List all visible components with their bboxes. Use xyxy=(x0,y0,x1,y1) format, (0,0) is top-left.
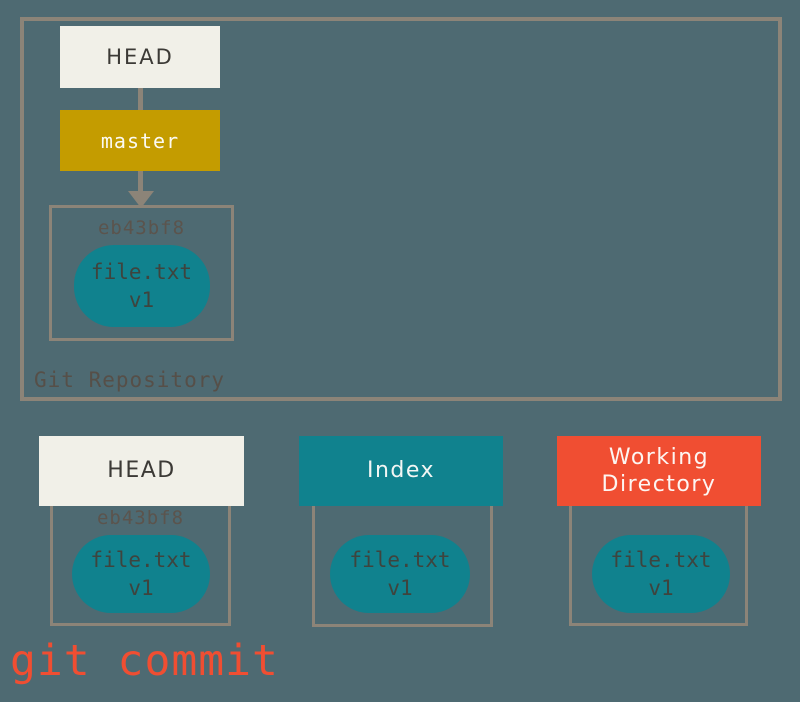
index-area-header: Index xyxy=(299,436,503,506)
file-blob-name: file.txt xyxy=(610,547,712,572)
commit-box: eb43bf8 file.txt v1 xyxy=(49,205,234,341)
head-ref-box: HEAD xyxy=(60,26,220,88)
head-area-header: HEAD xyxy=(39,436,244,506)
head-area-commit-hash: eb43bf8 xyxy=(96,507,185,529)
working-directory-area-file-blob: file.txt v1 xyxy=(592,535,730,613)
file-blob-name: file.txt xyxy=(349,547,451,572)
file-blob: file.txt v1 xyxy=(73,245,210,327)
file-blob-version: v1 xyxy=(648,576,674,600)
master-branch-box: master xyxy=(60,110,220,171)
file-blob-name: file.txt xyxy=(90,259,193,284)
arrowhead-down-icon xyxy=(128,191,154,208)
git-repository-box: Git Repository xyxy=(20,17,782,401)
git-repository-label: Git Repository xyxy=(34,368,226,392)
file-blob-version: v1 xyxy=(128,576,154,600)
file-blob-version: v1 xyxy=(128,288,155,312)
head-to-master-connector xyxy=(138,88,143,110)
commit-hash: eb43bf8 xyxy=(97,217,186,239)
caption-git-commit: git commit xyxy=(10,636,279,686)
working-directory-area-header: Working Directory xyxy=(557,436,761,506)
file-blob-version: v1 xyxy=(387,576,413,600)
index-area-file-blob: file.txt v1 xyxy=(330,535,470,613)
master-to-commit-connector xyxy=(138,171,143,192)
file-blob-name: file.txt xyxy=(90,547,192,572)
head-area-file-blob: file.txt v1 xyxy=(72,535,210,613)
